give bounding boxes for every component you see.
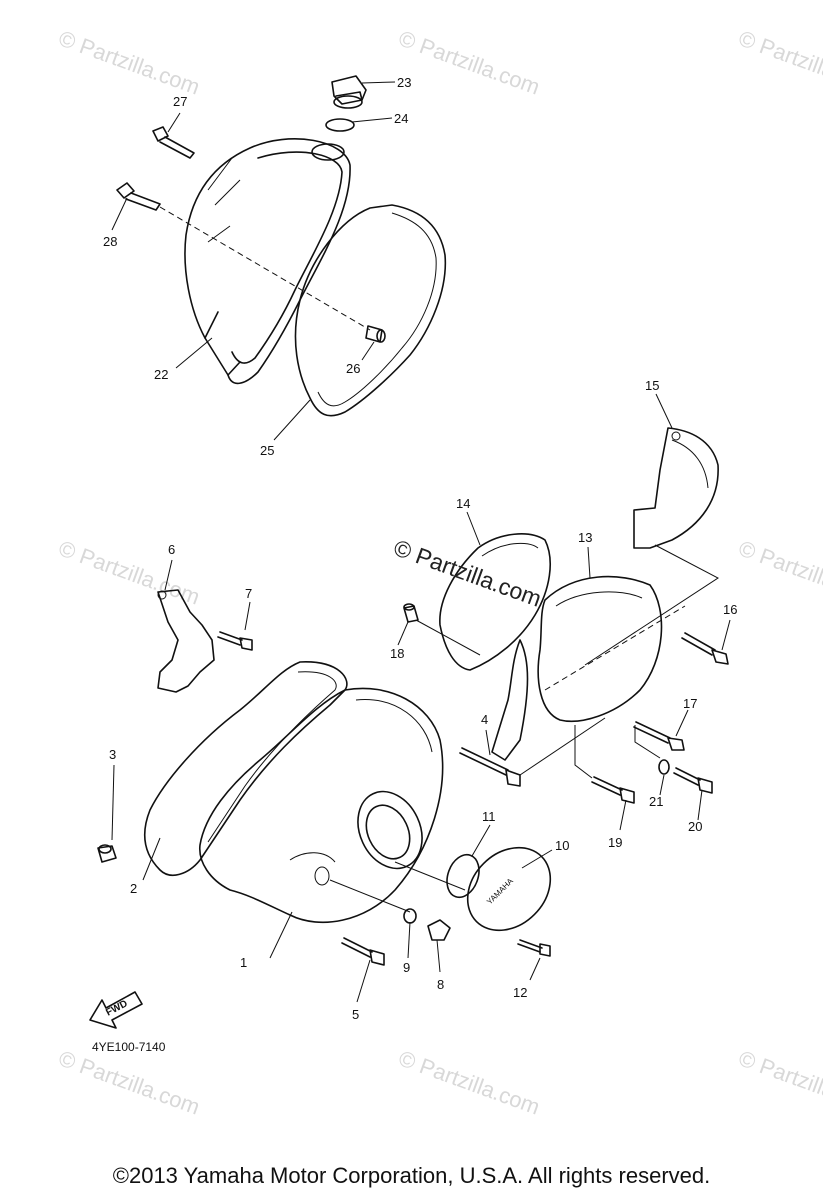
part-screw [517, 939, 551, 957]
callout-1: 1 [240, 955, 247, 970]
callout-25: 25 [260, 443, 274, 458]
callout-23: 23 [397, 75, 411, 90]
copyright-notice: ©2013 Yamaha Motor Corporation, U.S.A. A… [112, 1163, 711, 1188]
part-o-ring [325, 118, 355, 132]
diagram-code: 4YE100-7140 [92, 1040, 166, 1054]
part-bolt [341, 937, 385, 966]
part-gasket [294, 204, 447, 417]
part-bolt [591, 776, 635, 804]
forward-direction-arrow: FWD [89, 991, 143, 1029]
callout-19: 19 [608, 835, 622, 850]
callout-8: 8 [437, 977, 444, 992]
callout-10: 10 [555, 838, 569, 853]
part-dowel-pin [365, 325, 386, 343]
part-bolt [217, 631, 253, 651]
part-dowel-pin [403, 603, 419, 623]
callout-28: 28 [103, 234, 117, 249]
part-bolt [633, 721, 685, 751]
callout-11: 11 [482, 809, 496, 824]
part-bolt [152, 126, 195, 159]
alignment-line [159, 206, 371, 331]
cover-logo: YAMAHA [485, 876, 515, 906]
part-oil-filler-cap [331, 75, 367, 109]
callout-4: 4 [481, 712, 488, 727]
callout-26: 26 [346, 361, 360, 376]
part-bolt [116, 182, 161, 211]
part-generator-cover [491, 575, 663, 761]
part-gasket [439, 533, 551, 671]
part-washer [658, 759, 670, 775]
callout-18: 18 [390, 646, 404, 661]
callout-14: 14 [456, 496, 470, 511]
callout-27: 27 [173, 94, 187, 109]
callout-6: 6 [168, 542, 175, 557]
part-o-ring [446, 853, 480, 899]
callout-16: 16 [723, 602, 737, 617]
callout-21: 21 [649, 794, 663, 809]
alignment-line [415, 619, 481, 656]
part-crankcase-cover-housing [184, 138, 351, 385]
alignment-line [634, 725, 661, 759]
callout-12: 12 [513, 985, 527, 1000]
part-cover-plate: YAMAHA [466, 846, 552, 932]
callout-5: 5 [352, 1007, 359, 1022]
callout-24: 24 [394, 111, 408, 126]
alignment-line [519, 717, 606, 776]
callout-17: 17 [683, 696, 697, 711]
part-washer [403, 908, 417, 924]
callout-15: 15 [645, 378, 659, 393]
alignment-line [574, 725, 593, 779]
alignment-line [329, 879, 411, 913]
callout-7: 7 [245, 586, 252, 601]
fwd-label: FWD [104, 998, 129, 1018]
part-bolt [459, 747, 521, 787]
part-bolt [673, 767, 713, 794]
part-bolt [681, 632, 729, 665]
alignment-line [394, 861, 466, 891]
callout-22: 22 [154, 367, 168, 382]
callout-leaders [111, 81, 731, 1003]
part-cover-bracket [633, 427, 719, 549]
callout-9: 9 [403, 960, 410, 975]
alignment-line [584, 544, 719, 666]
callout-20: 20 [688, 819, 702, 834]
callout-2: 2 [130, 881, 137, 896]
alignment-line [544, 605, 686, 691]
part-dowel-pin [97, 844, 117, 863]
callout-13: 13 [578, 530, 592, 545]
part-gasket [144, 661, 348, 876]
callout-3: 3 [109, 747, 116, 762]
part-plug [427, 919, 451, 941]
part-mounting-bracket [157, 589, 215, 693]
